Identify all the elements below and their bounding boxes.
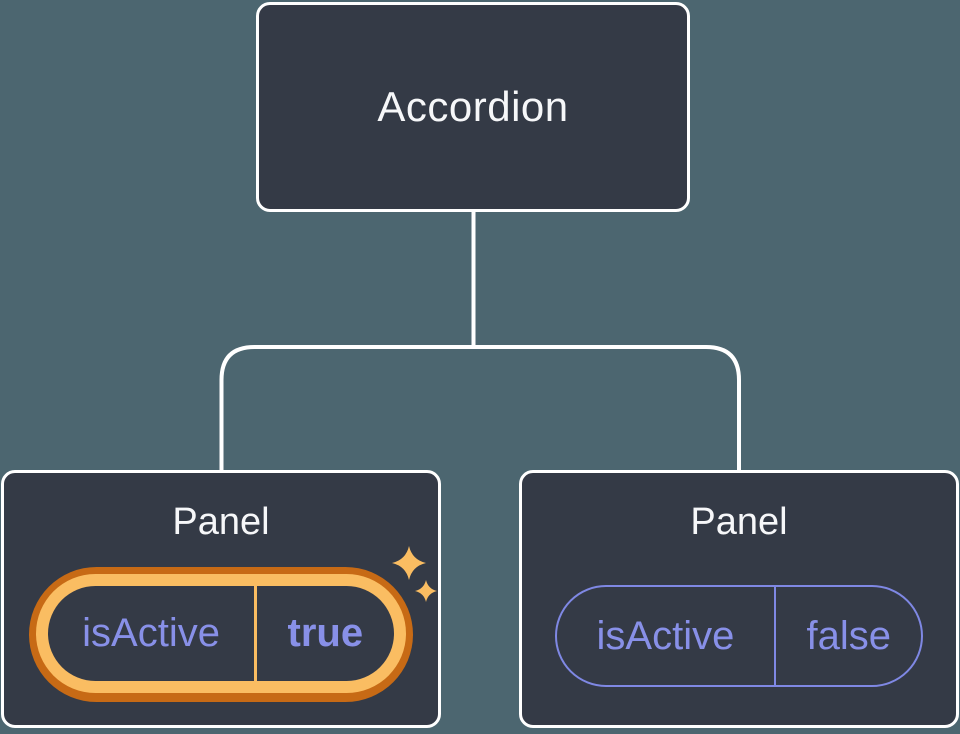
prop-pill-active: isActive true — [48, 585, 394, 681]
panel-node-label: Panel — [172, 501, 270, 543]
panel-node-label: Panel — [690, 501, 788, 543]
prop-value: false — [806, 613, 891, 658]
accordion-node-label: Accordion — [377, 83, 569, 130]
connector-branches — [219, 345, 741, 472]
prop-pill-divider — [254, 585, 257, 681]
prop-name: isActive — [596, 613, 735, 658]
accordion-node: Accordion — [256, 2, 690, 212]
panel-node-inactive: Panel isActive false — [519, 470, 959, 728]
sparkle-icon-large — [392, 546, 426, 580]
sparkles-decoration — [392, 546, 437, 602]
active-highlight-ring-outer: isActive true — [29, 566, 413, 702]
prop-value: true — [287, 611, 364, 656]
active-highlight-ring-inner: isActive true — [36, 573, 406, 693]
prop-name: isActive — [82, 611, 220, 656]
prop-pill-inactive: isActive false — [555, 584, 923, 687]
panel-node-active: Panel isActive true — [1, 470, 441, 728]
prop-pill-divider — [773, 586, 777, 685]
sparkle-icon-small — [415, 580, 437, 602]
